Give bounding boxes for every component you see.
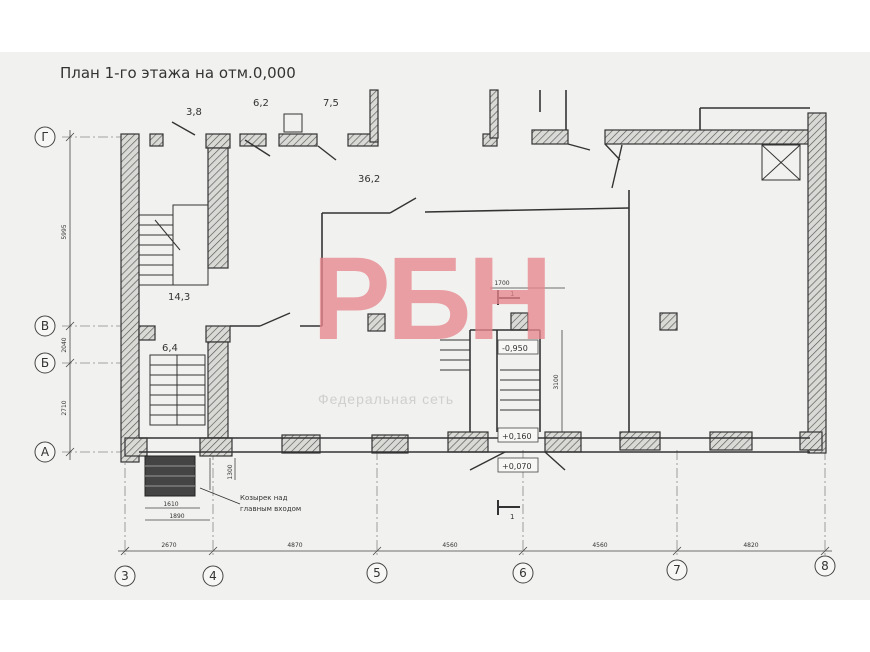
partitions: [139, 90, 810, 453]
dimension-lines-bottom: [118, 546, 832, 556]
watermark-subtitle: Федеральная сеть: [318, 391, 455, 407]
dimension-text: 2710: [61, 400, 68, 415]
canopy-note: главным входом: [240, 505, 301, 513]
dimension-text: 2040: [61, 337, 68, 352]
axis-label-number: 6: [519, 566, 527, 580]
axis-label-letter: В: [41, 319, 49, 333]
plan-title: План 1-го этажа на отм.0,000: [60, 64, 296, 82]
section-mark-number: 1: [510, 513, 514, 521]
room-area-label: 3,8: [186, 107, 202, 118]
watermark-logo: РБН: [312, 233, 553, 365]
dimension-text: 4560: [592, 542, 607, 549]
dimension-text: 2670: [161, 542, 176, 549]
axis-label-number: 3: [121, 569, 129, 583]
dimension-text: 1890: [169, 513, 184, 520]
level-mark: +0,070: [502, 462, 532, 471]
room-area-label: 36,2: [358, 174, 380, 185]
level-mark: +0,160: [502, 432, 532, 441]
axis-bubbles-letters: [34, 126, 56, 463]
walls: [120, 89, 827, 463]
axis-label-letter: А: [41, 445, 50, 459]
axis-label-number: 7: [673, 563, 681, 577]
dimension-text: 1300: [227, 464, 234, 479]
axis-label-number: 5: [373, 566, 381, 580]
axis-label-letter: Г: [41, 130, 48, 144]
dimension-text: 1700: [494, 280, 509, 287]
section-mark-number: 1: [510, 290, 514, 298]
dimension-text: 4560: [442, 542, 457, 549]
section-marks: [497, 290, 520, 515]
room-area-label: 14,3: [168, 292, 190, 303]
staircases: [138, 113, 801, 426]
room-area-label: 6,4: [162, 343, 178, 354]
level-mark: -0,950: [502, 344, 528, 353]
dimension-lines-inner: [490, 287, 565, 473]
room-area-label: 6,2: [253, 98, 269, 109]
doors: [171, 121, 623, 471]
dimension-text: 3100: [553, 374, 560, 389]
room-area-label: 7,5: [323, 98, 339, 109]
axis-bubbles-numbers: [114, 555, 836, 587]
dimension-text: 4820: [743, 542, 758, 549]
canopy-note: Козырек над: [240, 494, 288, 502]
dimension-text: 1610: [163, 501, 178, 508]
grid-lines: [62, 136, 826, 555]
entrance-canopy: [144, 455, 241, 521]
dimension-text: 4870: [287, 542, 302, 549]
axis-label-number: 4: [209, 569, 217, 583]
dimension-lines-left: [65, 130, 75, 460]
axis-label-letter: Б: [41, 356, 49, 370]
axis-label-number: 8: [821, 559, 829, 573]
dimension-text: 5995: [61, 224, 68, 239]
